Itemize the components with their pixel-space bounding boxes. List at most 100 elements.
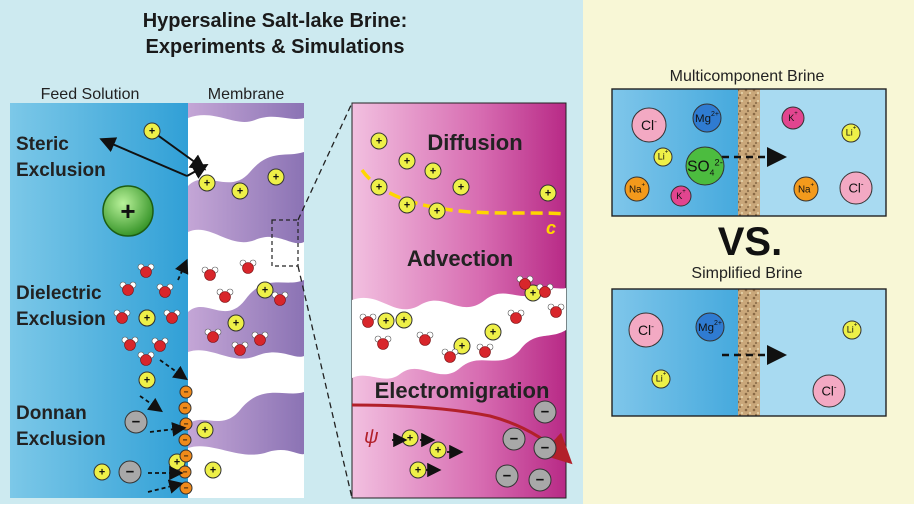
svg-text:−: −: [510, 432, 519, 448]
water-9: [201, 266, 219, 281]
svg-text:Li+: Li+: [656, 372, 667, 384]
cation-3: +: [231, 182, 249, 200]
large-cation: [102, 185, 154, 237]
membrane-pore-4: [188, 446, 304, 498]
water-4: [113, 309, 131, 324]
simplified-title: Simplified Brine: [691, 265, 802, 282]
svg-text:+: +: [210, 464, 216, 476]
svg-text:+: +: [262, 284, 268, 296]
svg-text:−: −: [126, 465, 135, 481]
svg-text:+: +: [202, 424, 208, 436]
multi-mg: Mg2+: [692, 103, 722, 133]
cation-13: +: [377, 312, 395, 330]
donnan-arrow-3: [147, 479, 184, 494]
svg-text:+: +: [459, 340, 465, 352]
water-14: [271, 291, 289, 306]
svg-text:Na+: Na+: [798, 182, 815, 195]
cation-18: +: [401, 429, 419, 447]
simple-feed-box: [612, 289, 740, 416]
water-11: [204, 328, 222, 343]
water-21: [507, 309, 525, 324]
zoom-box: [271, 219, 299, 267]
svg-text:Li+: Li+: [846, 126, 857, 138]
multi-so4: SO42-: [685, 146, 725, 186]
simple-box-border: [611, 288, 887, 417]
large-cation-sign: +: [120, 196, 135, 226]
svg-text:+: +: [144, 312, 150, 324]
cation-12: +: [539, 184, 557, 202]
cation-14: +: [395, 311, 413, 329]
svg-text:+: +: [99, 466, 105, 478]
multi-membrane: [738, 89, 760, 216]
diffusion-label: Diffusion: [427, 130, 522, 155]
anion-6: −: [495, 464, 519, 488]
svg-text:Mg2+: Mg2+: [698, 320, 722, 334]
svg-text:−: −: [184, 484, 189, 493]
water-1: [137, 263, 155, 278]
membrane-label: Membrane: [208, 86, 285, 103]
water-19: [441, 348, 459, 363]
svg-text:+: +: [435, 444, 441, 456]
svg-text:−: −: [184, 420, 189, 429]
anion-2: −: [118, 460, 142, 484]
simple-li-2: Li+: [842, 320, 862, 340]
svg-text:−: −: [184, 388, 189, 397]
svg-text:Li+: Li+: [847, 323, 858, 335]
cation-27: +: [138, 309, 156, 327]
svg-text:+: +: [376, 135, 382, 147]
cation-15: +: [453, 337, 471, 355]
svg-text:Cl-: Cl-: [848, 179, 863, 195]
water-24: [516, 275, 534, 290]
svg-text:−: −: [183, 404, 188, 413]
svg-text:−: −: [184, 452, 189, 461]
svg-text:+: +: [237, 185, 243, 197]
cation-24: +: [138, 371, 156, 389]
fixed-charge-2: −: [178, 401, 192, 415]
cation-8: +: [424, 162, 442, 180]
steric-arrow-3: [155, 133, 207, 171]
water-2: [119, 281, 137, 296]
water-23: [547, 303, 565, 318]
cation-16: +: [484, 323, 502, 341]
svg-text:+: +: [415, 464, 421, 476]
water-16: [359, 313, 377, 328]
simple-cl-1: Cl-: [628, 312, 664, 348]
cation-26: +: [256, 281, 274, 299]
svg-text:−: −: [503, 469, 512, 485]
membrane-pore-3: [188, 350, 304, 424]
simple-membrane: [738, 289, 760, 416]
anion-5: −: [533, 436, 557, 460]
svg-text:+: +: [233, 317, 239, 329]
multi-cl-1: Cl-: [631, 107, 667, 143]
svg-text:+: +: [376, 181, 382, 193]
title-line-2: Experiments & Simulations: [146, 36, 405, 58]
dielectric-label-2: Exclusion: [16, 309, 106, 330]
multi-na-2: Na+: [793, 176, 819, 202]
title-line-1: Hypersaline Salt-lake Brine:: [143, 10, 408, 32]
svg-text:+: +: [530, 287, 536, 299]
multi-na-1: Na+: [624, 176, 650, 202]
multi-k-1: K+: [670, 185, 692, 207]
cation-6: +: [398, 152, 416, 170]
fixed-charge-3: −: [179, 417, 193, 431]
steric-label-2: Exclusion: [16, 160, 106, 181]
simple-li-1: Li+: [651, 369, 671, 389]
fixed-charge-4: −: [178, 433, 192, 447]
cation-7: +: [370, 178, 388, 196]
svg-text:+: +: [458, 181, 464, 193]
svg-text:−: −: [132, 415, 141, 431]
water-17: [374, 335, 392, 350]
water-6: [121, 336, 139, 351]
cation-19: +: [429, 441, 447, 459]
svg-text:+: +: [383, 315, 389, 327]
membrane-pore-1: [188, 115, 304, 186]
cation-21: +: [196, 421, 214, 439]
svg-text:Li+: Li+: [658, 150, 669, 162]
electromigration-label: Electromigration: [375, 378, 550, 403]
donnan-label-1: Donnan: [16, 403, 87, 424]
svg-text:K+: K+: [676, 189, 686, 201]
water-12: [231, 341, 249, 356]
cation-1: +: [143, 122, 161, 140]
svg-text:+: +: [174, 456, 180, 468]
svg-text:−: −: [541, 405, 550, 421]
